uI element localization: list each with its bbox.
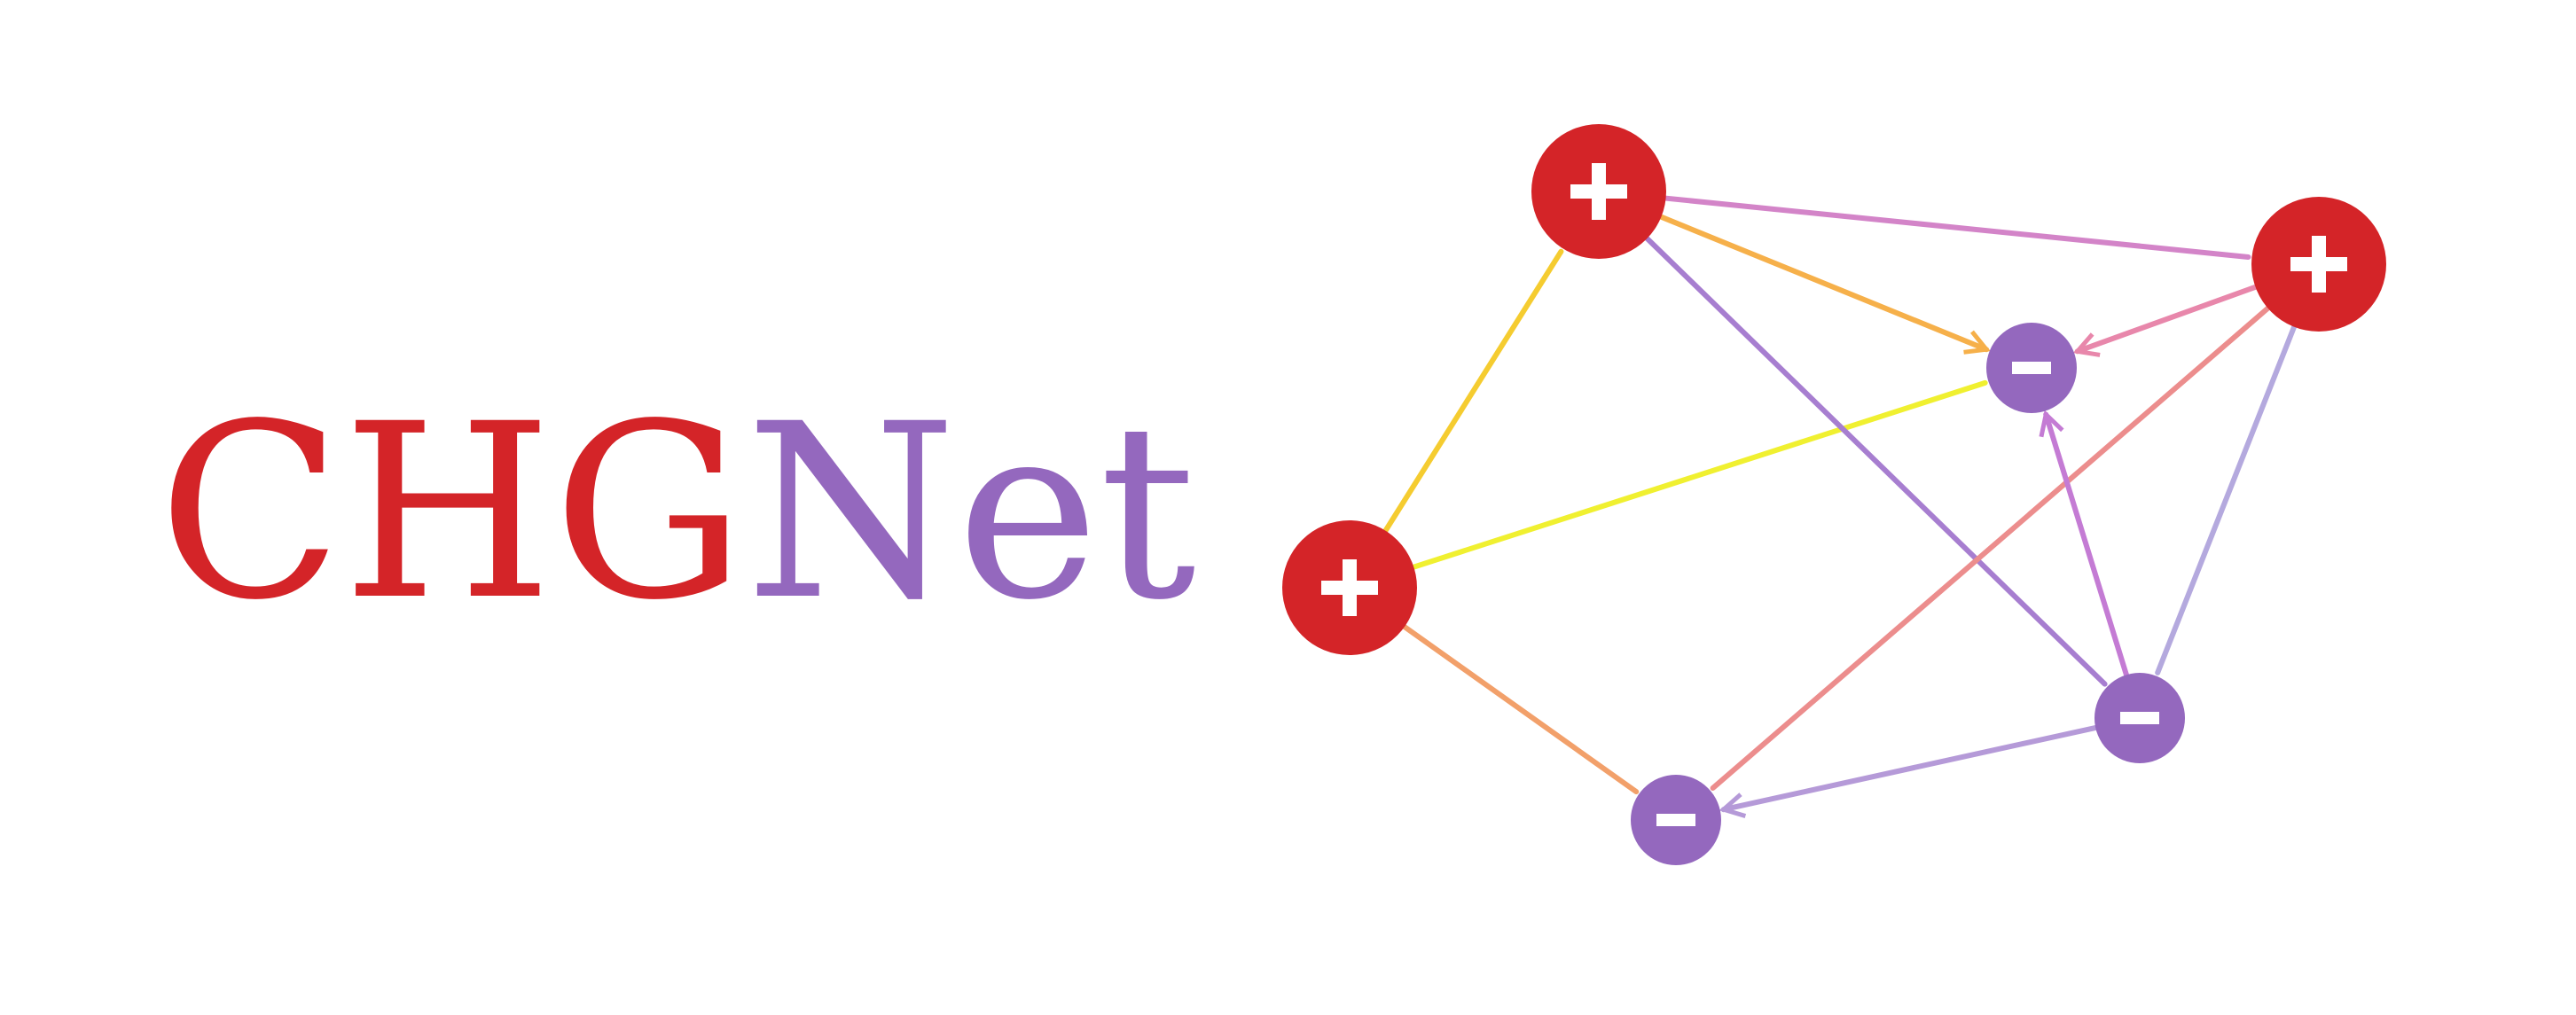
graph-edges <box>1382 195 2298 810</box>
negative-charge-node-n1 <box>1986 323 2077 413</box>
edge-p2-n2 <box>1643 234 2108 687</box>
plus-icon <box>2290 236 2347 293</box>
edge-p1-p2 <box>1382 248 1564 535</box>
positive-charge-node-p3 <box>2251 197 2386 332</box>
positive-charge-node-p1 <box>1282 520 1417 655</box>
edge-p1-n3 <box>1400 622 1640 795</box>
edge-p3-n1-arrow <box>2078 284 2260 351</box>
plus-icon <box>1321 559 1378 616</box>
negative-charge-node-n2 <box>2094 673 2185 763</box>
minus-icon <box>2012 362 2051 374</box>
plus-icon <box>1570 163 1627 220</box>
minus-icon <box>1656 814 1695 826</box>
edge-p1-n1 <box>1409 379 1988 571</box>
edge-p2-p3 <box>1661 195 2251 260</box>
edge-p2-n1-arrow <box>1656 213 1987 349</box>
edge-p3-n2 <box>2155 322 2298 675</box>
edge-n2-n3-arrow <box>1724 724 2101 810</box>
minus-icon <box>2120 712 2159 724</box>
logo-text-net: Net <box>746 373 1197 653</box>
edge-n2-n1-arrow <box>2046 415 2130 680</box>
negative-charge-node-n3 <box>1631 775 1721 865</box>
logo-text-chg: CHG <box>158 373 746 653</box>
logo-wordmark: CHGNet <box>158 373 1197 653</box>
positive-charge-node-p2 <box>1531 124 1666 259</box>
graph-nodes <box>1282 124 2386 865</box>
edge-p3-n3 <box>1710 304 2273 792</box>
